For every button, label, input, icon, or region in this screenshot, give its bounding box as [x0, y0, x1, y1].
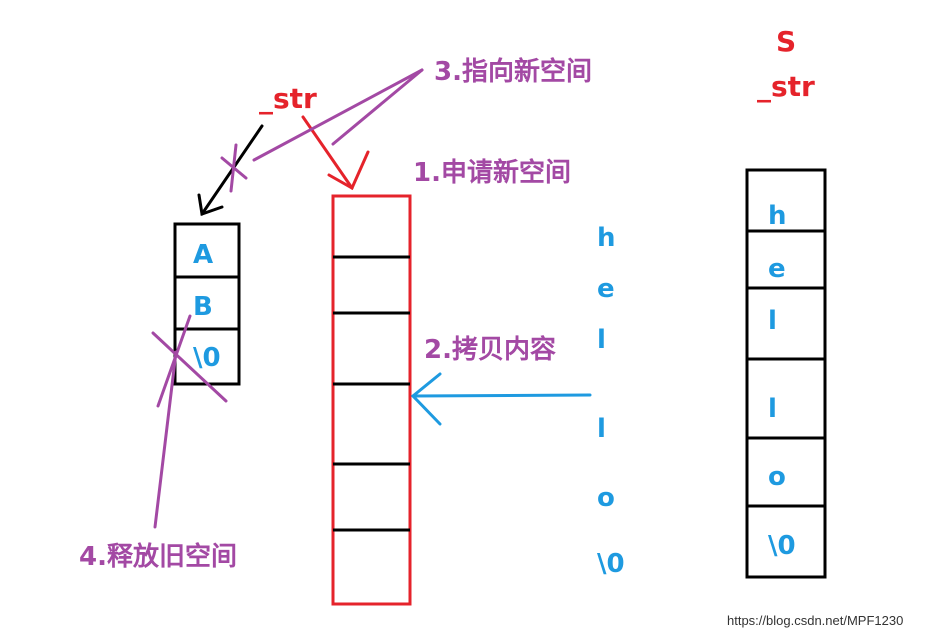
- result-buffer-cell: \0: [768, 531, 796, 561]
- result-buffer-cell: o: [768, 462, 786, 492]
- source-char: e: [597, 274, 615, 304]
- old-pointer-arrow: [197, 124, 264, 217]
- source-char: h: [597, 223, 616, 253]
- string-object-label: S: [776, 25, 797, 58]
- result-buffer-cell: l: [768, 306, 777, 336]
- copy-arrow: [410, 372, 592, 426]
- result-buffer: [745, 168, 827, 579]
- result-buffer-cell: h: [768, 201, 787, 231]
- str-pointer-label: _str: [259, 82, 317, 115]
- step3-pointer-lines: [252, 68, 424, 162]
- step1-label: 1.申请新空间: [413, 158, 571, 188]
- new-buffer-box: [331, 194, 412, 606]
- str-member-label: _str: [757, 70, 815, 103]
- step2-label: 2.拷贝内容: [424, 335, 556, 365]
- old-pointer-cross: [220, 143, 248, 193]
- old-buffer-cell: \0: [193, 343, 221, 373]
- source-char: l: [597, 414, 606, 444]
- step4-label: 4.释放旧空间: [79, 542, 237, 572]
- step3-label: 3.指向新空间: [434, 57, 592, 87]
- source-char: l: [597, 325, 606, 355]
- old-buffer-cell: A: [193, 240, 214, 270]
- source-char: o: [597, 483, 615, 513]
- release-marks: [151, 314, 228, 529]
- result-buffer-cell: e: [768, 254, 786, 284]
- old-buffer-cell: B: [193, 292, 213, 322]
- watermark-text: https://blog.csdn.net/MPF1230: [727, 613, 904, 628]
- result-buffer-box: [745, 168, 827, 579]
- result-buffer-cell: l: [768, 394, 777, 424]
- source-char: \0: [597, 549, 625, 579]
- new-buffer: [331, 194, 412, 606]
